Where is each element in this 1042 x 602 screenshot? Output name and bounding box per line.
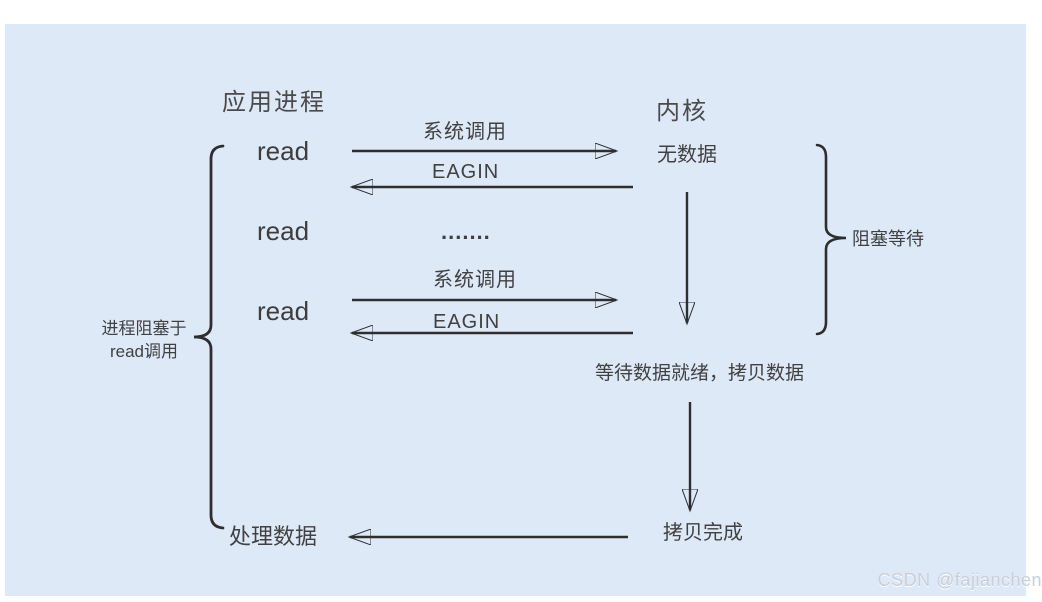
retry-dots: .......	[441, 219, 491, 244]
left-brace	[193, 144, 225, 530]
diagram-background-panel	[5, 24, 1026, 596]
kernel-title: 内核	[656, 98, 708, 125]
eagain-label-2: EAGIN	[433, 311, 501, 333]
read-call-2: read	[257, 216, 310, 246]
eagain-label-1: EAGIN	[432, 161, 500, 183]
wait-copy-label: 等待数据就绪，拷贝数据	[595, 363, 805, 384]
read-call-3: read	[257, 296, 310, 326]
app-process-title: 应用进程	[222, 89, 326, 116]
syscall-label-1: 系统调用	[423, 121, 507, 143]
process-blocked-line1: 进程阻塞于	[101, 319, 187, 338]
right-brace	[815, 143, 847, 336]
blocking-wait-label: 阻塞等待	[852, 229, 924, 249]
syscall-label-2: 系统调用	[433, 269, 517, 291]
process-blocked-line2: read调用	[109, 342, 179, 361]
process-blocked-label: 进程阻塞于 read调用	[92, 317, 196, 363]
copy-done-label: 拷贝完成	[663, 522, 743, 544]
process-data-label: 处理数据	[229, 524, 318, 549]
no-data-label: 无数据	[657, 144, 717, 166]
csdn-watermark: CSDN @fajianchen	[877, 570, 1042, 590]
read-call-1: read	[257, 136, 310, 166]
